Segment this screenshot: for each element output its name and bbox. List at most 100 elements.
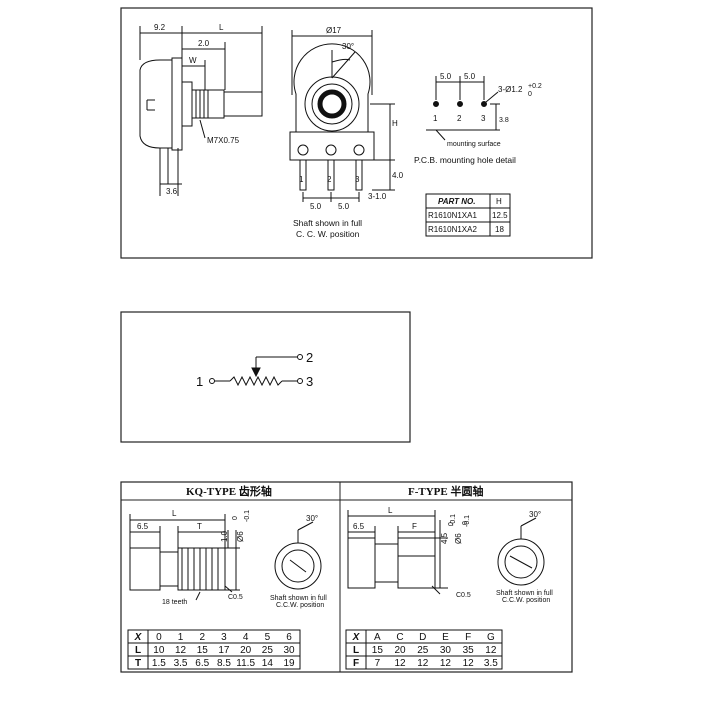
kq-dim-1-0: 1.0 [220,530,229,542]
table-cell: G [487,632,495,643]
f-shaft-drawing [347,510,545,595]
parts-row1-h: 12.5 [492,211,508,220]
kq-dim-T: T [197,522,202,531]
table-cell: 12 [463,658,475,669]
dim-3-1-0: 3-1.0 [368,192,387,201]
table-cell: 4 [243,632,249,643]
schematic-frame [120,311,411,443]
table-cell: 1.5 [152,658,166,669]
dim-angle30: 30° [342,42,354,51]
f-dim-L: L [388,506,393,515]
kq-dim-L: L [172,509,177,518]
parts-header-h: H [496,197,502,206]
terminal-3-label: 3 [306,374,313,389]
pcb-pin-2: 2 [457,114,462,123]
f-c05-label: C0.5 [456,592,471,599]
parts-row1-partno: R1610N1XA1 [428,211,477,220]
kq-dim-6-5: 6.5 [137,522,149,531]
dim-4-0: 4.0 [392,171,404,180]
table-cell: 6.5 [195,658,209,669]
bottom-panel-frame [120,481,573,673]
pcb-hole-detail [426,76,500,141]
dim-5-0-b: 5.0 [338,202,350,211]
table-cell: 12 [440,658,452,669]
table-cell: X [352,632,361,643]
table-cell: 12 [175,645,187,656]
f-d45-tol-plus: 0 [448,522,455,526]
table-cell: E [442,632,449,643]
parts-row2-partno: R1610N1XA2 [428,225,477,234]
table-cell: 25 [417,645,429,656]
kq-caption-line2: C.C.W. position [276,602,324,609]
table-cell: 25 [262,645,274,656]
table-cell: T [135,658,141,669]
table-cell: F [353,658,359,669]
table-cell: 14 [262,658,274,669]
f-dim-F: F [412,522,417,531]
f-caption-line1: Shaft shown in full [496,590,553,597]
pcb-dim-5-0-a: 5.0 [440,72,452,81]
table-cell: 20 [394,645,406,656]
side-view [139,26,263,196]
kq-type-title: KQ-TYPE 齿形轴 [186,484,272,498]
pin-label-1: 1 [299,175,304,184]
pin-label-2: 2 [327,175,332,184]
dim-9-2: 9.2 [154,23,166,32]
kq-dia6-tol-minus: -0.1 [244,510,251,522]
dim-3-6: 3.6 [166,187,178,196]
kq-shaft-drawing [129,514,322,601]
table-cell: 12 [485,645,497,656]
table-cell: 11.5 [236,658,255,669]
table-cell: 12 [417,658,429,669]
pcb-pin-3: 3 [481,114,486,123]
f-dia6-tol-plus: 0 [462,521,469,525]
table-cell: 6 [286,632,292,643]
f-dim-4-5: 4.5 [440,532,449,544]
pcb-dim-3-8: 3.8 [499,117,509,124]
table-cell: 15 [372,645,384,656]
table-cell: 8.5 [217,658,231,669]
dim-L: L [219,23,224,32]
table-cell: 17 [218,645,230,656]
table-cell: 2 [199,632,205,643]
table-cell: 7 [375,658,381,669]
f-angle30: 30° [529,510,541,519]
table-cell: 3.5 [174,658,188,669]
kq-dim-dia6: Ø6 [236,531,245,542]
table-cell: 0 [156,632,162,643]
f-table-grid [345,629,503,670]
kq-table-grid [127,629,301,670]
front-view [289,30,395,202]
parts-row2-h: 18 [495,225,504,234]
table-cell: 15 [197,645,209,656]
dim-m7: M7X0.75 [207,136,240,145]
dim-2-0: 2.0 [198,39,210,48]
mounting-surface-label: mounting surface [447,141,501,148]
kq-caption-line1: Shaft shown in full [270,595,327,602]
parts-table [425,193,511,237]
dim-dia17: Ø17 [326,26,342,35]
table-cell: L [353,645,359,656]
caption-line2: C. C. W. position [296,229,360,239]
table-cell: 35 [463,645,475,656]
kq-c05-label: C0.5 [228,594,243,601]
f-d45-tol-minus: -0.1 [450,514,457,526]
table-cell: 30 [440,645,452,656]
dim-5-0-a: 5.0 [310,202,322,211]
pcb-hole-tol-plus: +0.2 [528,83,542,90]
table-cell: D [419,632,426,643]
pcb-dim-5-0-b: 5.0 [464,72,476,81]
table-cell: C [396,632,403,643]
caption-line1: Shaft shown in full [293,218,362,228]
table-cell: 12 [394,658,406,669]
table-cell: 3.5 [484,658,498,669]
parts-header-partno: PART NO. [438,197,475,206]
table-cell: 5 [265,632,271,643]
dim-W: W [189,56,197,65]
table-cell: 30 [283,645,295,656]
table-cell: A [374,632,381,643]
pcb-hole-size: 3-Ø1.2 [498,85,523,94]
